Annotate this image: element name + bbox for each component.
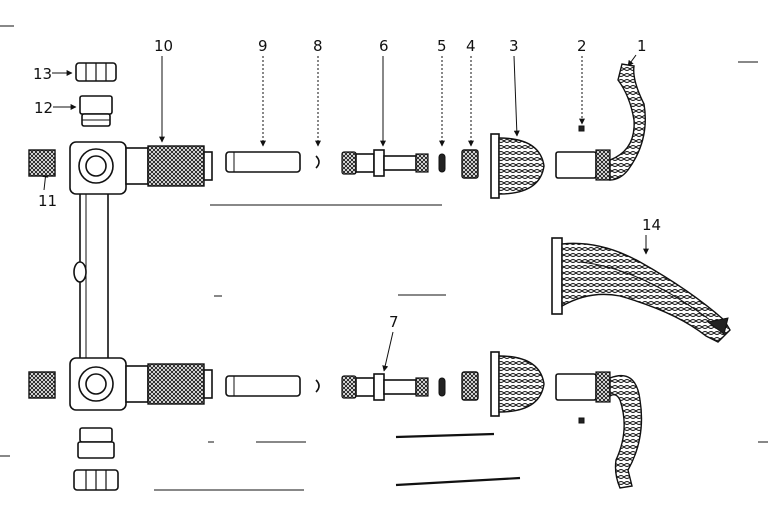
callout-label-9: 9 [258, 37, 268, 55]
bottom-nut [73, 469, 119, 491]
border-marks [0, 25, 768, 457]
callout-label-3: 3 [509, 37, 519, 55]
rule-lines [154, 204, 521, 491]
part-1-handle-top [555, 63, 646, 181]
part-5-oring-bottom [438, 377, 446, 397]
callout-label-2: 2 [577, 37, 587, 55]
part-3-escutcheon-top [490, 133, 545, 199]
part-6-stem-top [341, 149, 429, 177]
part-5-oring-top [438, 153, 446, 173]
part-1-handle-bottom [555, 371, 643, 489]
callout-12: 12 [34, 99, 77, 117]
part-10-valve-body [69, 141, 213, 411]
callout-label-4: 4 [466, 37, 476, 55]
callout-1: 1 [627, 37, 647, 67]
callout-label-10: 10 [154, 37, 173, 55]
callout-label-7: 7 [389, 313, 399, 331]
callout-10: 10 [154, 37, 173, 143]
callout-4: 4 [466, 37, 476, 147]
callout-label-14: 14 [642, 216, 661, 234]
callout-label-11: 11 [38, 192, 57, 210]
part-3-escutcheon-bottom [490, 351, 545, 417]
part-13-nut [75, 62, 117, 82]
part-4-nut-bottom [461, 371, 479, 401]
callout-9: 9 [258, 37, 268, 147]
callout-label-1: 1 [637, 37, 647, 55]
bottom-sleeve [77, 427, 115, 459]
callout-label-8: 8 [313, 37, 323, 55]
part-4-nut-top [461, 149, 479, 179]
part-2-set-screw-bottom [578, 417, 585, 424]
callout-7: 7 [382, 313, 399, 372]
callout-13: 13 [33, 65, 73, 83]
callout-14: 14 [642, 216, 661, 255]
callout-8: 8 [313, 37, 323, 147]
part-12-sleeve [79, 95, 113, 127]
callout-label-13: 13 [33, 65, 52, 83]
callout-6: 6 [379, 37, 389, 147]
callout-3: 3 [509, 37, 520, 137]
part-8-clip-bottom [315, 379, 320, 393]
part-11-nipple-bottom [28, 371, 56, 399]
callout-label-5: 5 [437, 37, 447, 55]
part-9-extension-bottom [225, 375, 301, 397]
callout-11: 11 [38, 171, 57, 210]
part-11-nipple-top [28, 149, 56, 177]
callout-2: 2 [577, 37, 587, 125]
callout-5: 5 [437, 37, 447, 147]
part-8-clip-top [315, 155, 320, 169]
part-7-stem-bottom [341, 373, 429, 401]
callout-label-12: 12 [34, 99, 53, 117]
part-2-set-screw [578, 125, 585, 132]
part-14-spout [551, 237, 731, 343]
callout-label-6: 6 [379, 37, 389, 55]
part-9-extension-top [225, 151, 301, 173]
